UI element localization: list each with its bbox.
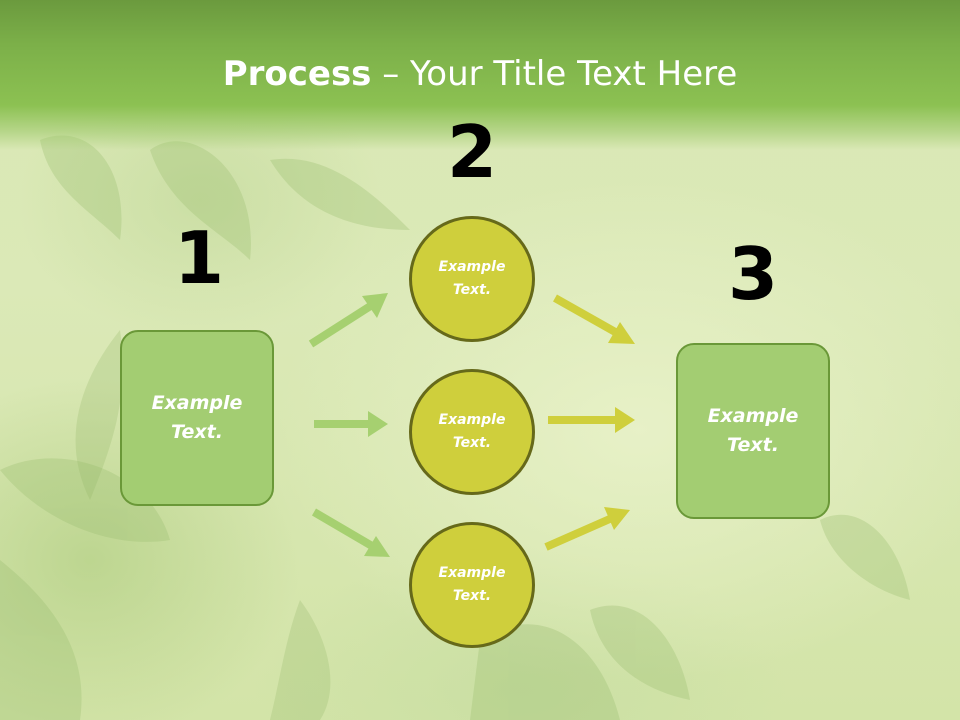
- arrow-middle-circle-to-3: [548, 407, 635, 433]
- step-1-box: Example Text.: [120, 330, 274, 506]
- slide-title: Process – Your Title Text Here: [0, 52, 960, 96]
- step-3-box: Example Text.: [676, 343, 830, 519]
- step-2-circle-bottom-text: Example Text.: [438, 565, 506, 604]
- step-2-circle-top-text: Example Text.: [438, 259, 506, 298]
- step-3-text: Example Text.: [707, 405, 799, 456]
- title-bar: [0, 0, 960, 150]
- title-bold: Process: [222, 54, 372, 94]
- step-1-text: Example Text.: [151, 392, 243, 443]
- step-2-circle-middle-text: Example Text.: [438, 412, 506, 451]
- step-number-2: 2: [446, 110, 498, 194]
- step-2-circle-middle: Example Text.: [409, 369, 535, 495]
- title-rest: – Your Title Text Here: [371, 54, 738, 94]
- arrow-1-to-top-circle: [308, 293, 388, 348]
- step-number-3: 3: [727, 232, 779, 316]
- step-2-circle-bottom: Example Text.: [409, 522, 535, 648]
- arrow-1-to-bottom-circle: [311, 508, 390, 557]
- step-number-1: 1: [173, 216, 225, 300]
- arrow-top-circle-to-3: [553, 294, 635, 344]
- step-2-circle-top: Example Text.: [409, 216, 535, 342]
- arrow-bottom-circle-to-3: [544, 507, 630, 551]
- arrow-1-to-middle-circle: [314, 411, 388, 437]
